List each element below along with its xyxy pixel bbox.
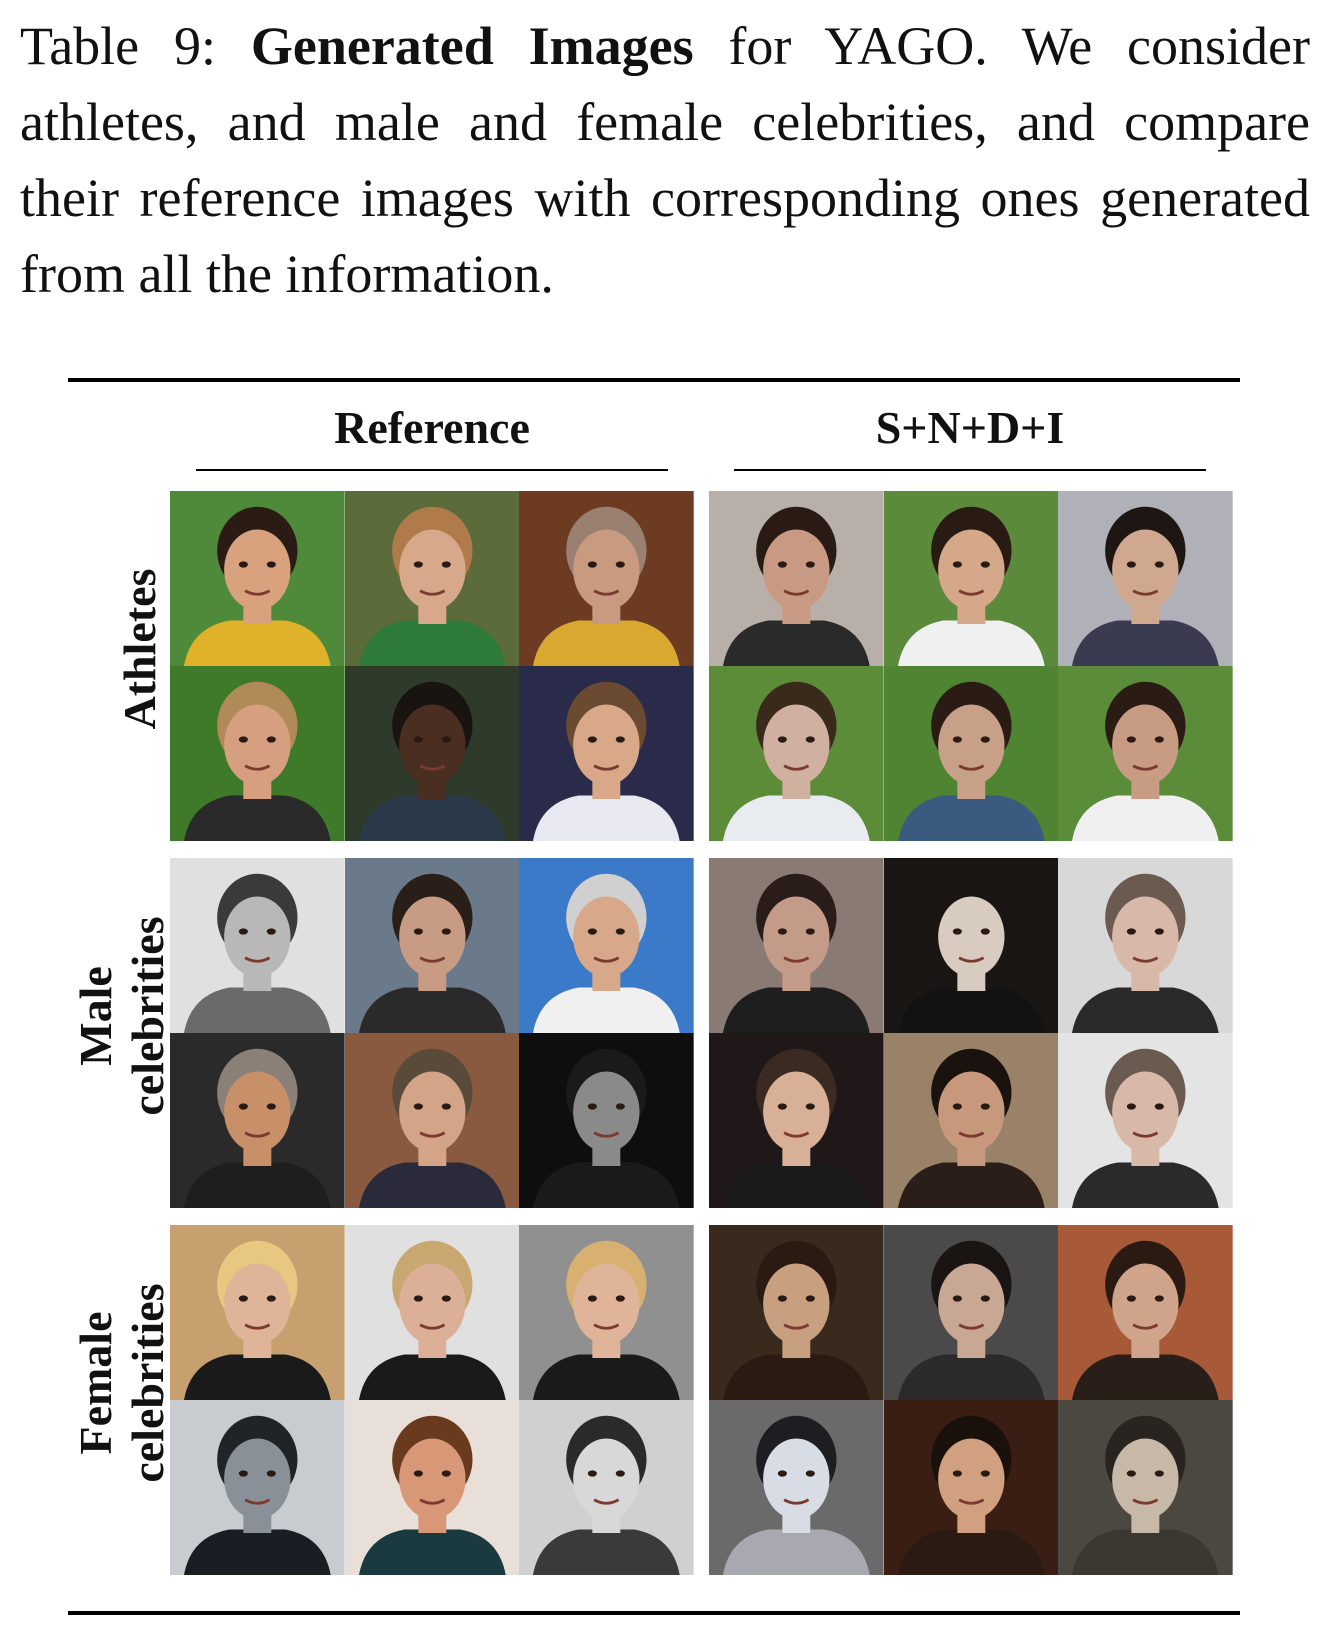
table-top-rule — [68, 378, 1240, 382]
face-image-icon — [709, 1033, 884, 1208]
face-image-icon — [170, 858, 345, 1033]
face-image-icon — [883, 666, 1059, 841]
face-image-icon — [344, 491, 520, 666]
face-image-icon — [170, 1400, 345, 1575]
table-caption: Table 9: Generated Images for YAGO. We c… — [20, 8, 1310, 312]
face-image-icon — [344, 666, 520, 841]
face-image-icon — [1058, 1033, 1233, 1208]
face-image-icon — [1058, 1225, 1233, 1400]
face-image-icon — [344, 1033, 520, 1208]
face-image-icon — [519, 1400, 694, 1575]
face-image-icon — [170, 491, 345, 666]
image-grid-athletes-reference — [170, 491, 694, 841]
face-image-icon — [709, 666, 884, 841]
face-image-icon — [170, 1033, 345, 1208]
caption-bold-title: Generated Images — [250, 16, 694, 76]
face-image-icon — [519, 666, 694, 841]
face-image-icon — [519, 1225, 694, 1400]
caption-text: for YAGO. We consider athletes, and male… — [20, 16, 1310, 304]
row-label-line: Female — [70, 1311, 121, 1455]
face-image-icon — [519, 491, 694, 666]
face-image-icon — [1058, 858, 1233, 1033]
face-image-icon — [883, 491, 1059, 666]
row-label-line: celebrities — [122, 1283, 173, 1483]
row-label-line: Athletes — [114, 568, 165, 730]
face-image-icon — [883, 1400, 1059, 1575]
face-image-icon — [1058, 491, 1233, 666]
face-image-icon — [1058, 1400, 1233, 1575]
row-label-line: Male — [70, 966, 121, 1066]
face-image-icon — [709, 1400, 884, 1575]
face-image-icon — [170, 666, 345, 841]
image-grid-female-generated — [709, 1225, 1233, 1575]
image-grid-female-reference — [170, 1225, 694, 1575]
face-image-icon — [519, 858, 694, 1033]
image-grid-athletes-generated — [709, 491, 1233, 841]
face-image-icon — [709, 1225, 884, 1400]
image-grid-male-reference — [170, 858, 694, 1208]
column-header-generated: S+N+D+I — [875, 402, 1065, 453]
face-image-icon — [344, 1400, 520, 1575]
caption-prefix: Table 9: — [20, 16, 251, 76]
face-image-icon — [344, 858, 520, 1033]
image-grid-male-generated — [709, 858, 1233, 1208]
row-label-line: celebrities — [122, 916, 173, 1116]
face-image-icon — [883, 1033, 1059, 1208]
face-image-icon — [709, 491, 884, 666]
table-bottom-rule — [68, 1611, 1240, 1615]
face-image-icon — [883, 858, 1059, 1033]
face-image-icon — [883, 1225, 1059, 1400]
column-rule-reference — [196, 469, 668, 471]
column-rule-generated — [734, 469, 1206, 471]
face-image-icon — [1058, 666, 1233, 841]
face-image-icon — [344, 1225, 520, 1400]
face-image-icon — [170, 1225, 345, 1400]
face-image-icon — [709, 858, 884, 1033]
face-image-icon — [519, 1033, 694, 1208]
column-header-reference: Reference — [334, 402, 530, 453]
